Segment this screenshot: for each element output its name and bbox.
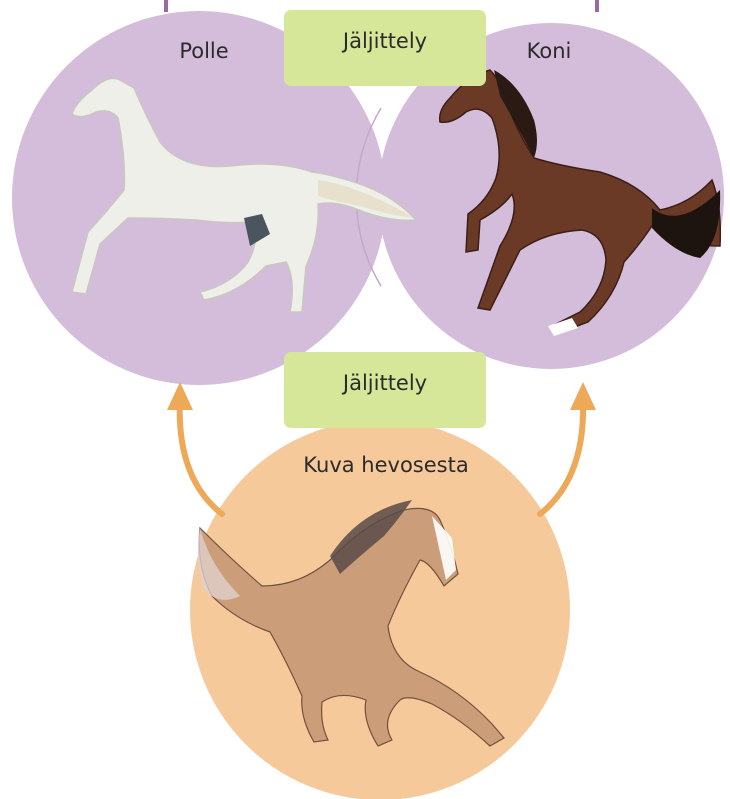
node-right-label: Koni xyxy=(527,39,572,63)
arrow-right-line xyxy=(540,398,583,514)
node-bottom-label: Kuva hevosesta xyxy=(303,453,468,477)
relation-tag-top: Jäljittely xyxy=(284,10,486,86)
relation-tag-middle: Jäljittely xyxy=(284,352,486,428)
relation-tag-middle-label: Jäljittely xyxy=(341,371,427,395)
arrow-left-head xyxy=(167,382,193,410)
node-left-label: Polle xyxy=(179,39,228,63)
arrow-right-head xyxy=(570,382,596,410)
relation-tag-top-label: Jäljittely xyxy=(341,29,427,53)
arrow-left-line xyxy=(180,398,222,514)
